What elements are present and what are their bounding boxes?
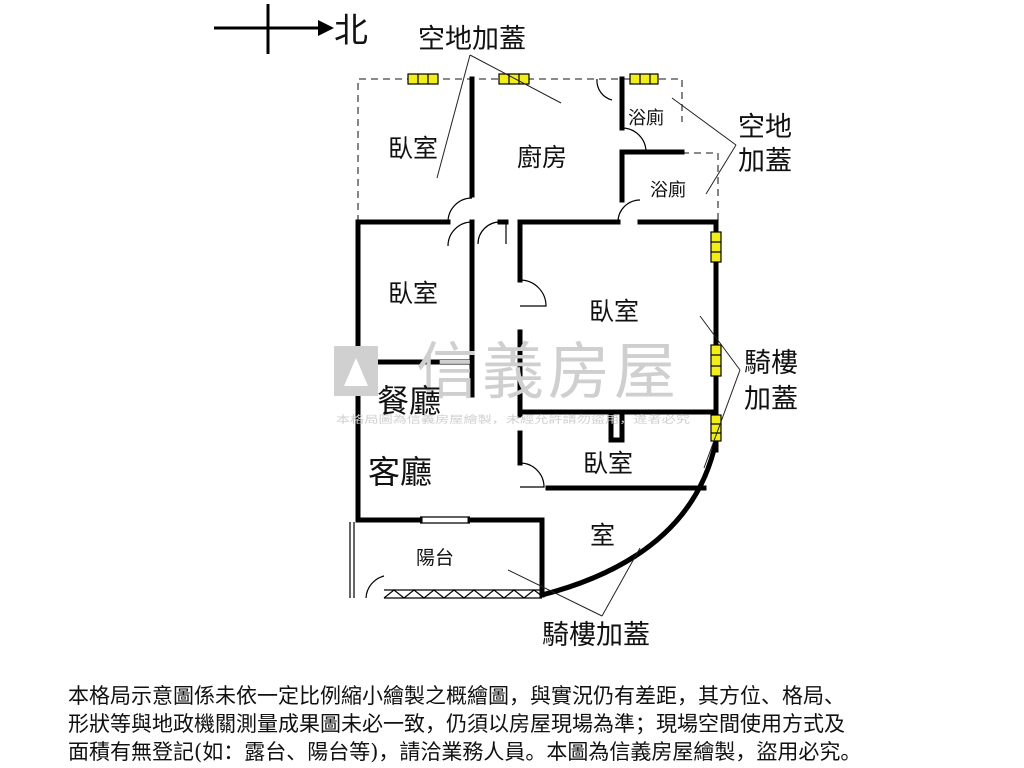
room-label-bath-lower: 浴廁 — [650, 179, 686, 201]
annotation-top: 空地加蓋 — [418, 24, 526, 55]
disclaimer-line: 本格局示意圖係未依一定比例縮小繪製之概繪圖，與實況仍有差距，其方位、格局、 — [68, 684, 845, 708]
watermark: 信義房屋 本格局圖為信義房屋繪製，未經允許請勿盜用，違者必究 — [334, 335, 690, 426]
leader-lines — [436, 54, 741, 617]
door-swings — [365, 78, 647, 599]
room-label-living: 客廳 — [368, 453, 432, 491]
walls — [355, 76, 719, 599]
balcony-outline — [349, 516, 543, 599]
room-label-bedroom-west: 臥室 — [388, 279, 438, 308]
north-arrow — [214, 4, 334, 54]
watermark-notice: 本格局圖為信義房屋繪製，未經允許請勿盜用，違者必究 — [336, 413, 690, 426]
disclaimer-line: 形狀等與地政機關測量成果圖未必一致，仍須以房屋現場為準；現場空間使用方式及 — [68, 712, 845, 736]
compass-north-label: 北 — [334, 11, 368, 51]
annotation-bottom: 騎樓加蓋 — [542, 620, 650, 651]
room-label-balcony: 陽台 — [416, 547, 454, 569]
room-label-bath-upper: 浴廁 — [628, 107, 664, 129]
disclaimer: 本格局示意圖係未依一定比例縮小繪製之概繪圖，與實況仍有差距，其方位、格局、 形狀… — [68, 682, 968, 766]
watermark-brand: 信義房屋 — [416, 335, 680, 408]
annotation-right-top-1: 空地 — [738, 112, 792, 143]
room-label-room-curved: 室 — [590, 521, 615, 550]
windows — [407, 73, 722, 442]
annotation-right-mid-2: 加蓋 — [744, 384, 798, 415]
annotation-right-mid-1: 騎樓 — [744, 348, 798, 379]
room-label-bedroom-center: 臥室 — [589, 297, 639, 326]
disclaimer-line: 面積有無登記(如：露台、陽台等)，請洽業務人員。本圖為信義房屋繪製，盜用必究。 — [68, 740, 862, 764]
room-label-kitchen: 廚房 — [517, 143, 567, 172]
annotation-right-top-2: 加蓋 — [738, 146, 792, 177]
room-label-dining: 餐廳 — [377, 382, 441, 420]
floor-plan: 北 — [214, 4, 798, 651]
room-label-bedroom-small: 臥室 — [583, 449, 633, 478]
room-label-bedroom-nw: 臥室 — [388, 134, 438, 163]
